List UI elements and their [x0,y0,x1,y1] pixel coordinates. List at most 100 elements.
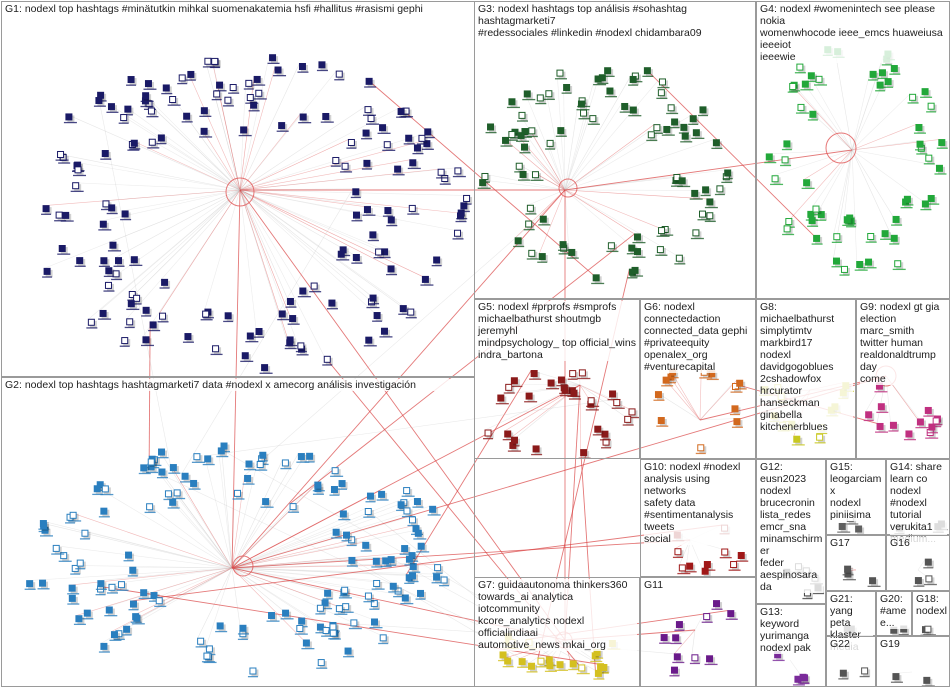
node-g1[interactable] [70,182,84,193]
node-g2[interactable] [280,459,292,470]
node-g1[interactable] [126,300,140,311]
node-g2[interactable] [371,579,385,590]
node-g1[interactable] [60,211,74,222]
node-g4[interactable] [810,205,822,216]
node-g4[interactable] [842,216,855,227]
node-g1[interactable] [351,253,363,264]
node-g3[interactable] [669,118,681,129]
node-g1[interactable] [277,310,291,321]
node-g3[interactable] [513,237,525,248]
node-g3[interactable] [722,169,734,180]
node-g1[interactable] [223,312,234,323]
node-g1[interactable] [185,70,197,81]
node-g1[interactable] [392,165,405,176]
node-g1[interactable] [119,337,131,347]
node-g2[interactable] [330,467,344,477]
node-g1[interactable] [351,211,363,222]
node-g2[interactable] [416,542,430,553]
node-g1[interactable] [386,265,398,276]
node-g3[interactable] [514,162,525,173]
node-g3[interactable] [538,215,551,226]
node-g3[interactable] [602,67,615,78]
node-g3[interactable] [485,123,497,134]
node-g1[interactable] [407,204,420,215]
node-g3[interactable] [656,227,670,237]
node-g2[interactable] [188,479,201,490]
node-g1[interactable] [253,89,267,100]
node-g1[interactable] [86,318,98,329]
node-g2[interactable] [128,600,139,611]
node-g5[interactable] [509,377,523,388]
node-g3[interactable] [477,179,491,189]
node-g2[interactable] [280,609,294,620]
node-g4[interactable] [839,265,850,276]
node-g1[interactable] [181,112,193,123]
node-g1[interactable] [364,77,377,88]
node-g2[interactable] [348,619,362,630]
node-g1[interactable] [452,167,466,178]
node-g1[interactable] [63,113,77,124]
node-g1[interactable] [211,90,223,101]
node-g1[interactable] [106,204,118,215]
node-g2[interactable] [95,580,107,590]
node-g1[interactable] [336,250,350,261]
node-g1[interactable] [238,126,252,137]
node-g1[interactable] [199,127,213,138]
node-g3[interactable] [535,94,547,105]
node-g3[interactable] [519,143,531,154]
node-g1[interactable] [366,115,380,125]
node-g2[interactable] [73,615,86,626]
node-g2[interactable] [360,541,372,552]
node-g1[interactable] [372,312,383,322]
node-g6[interactable] [731,418,743,428]
node-g2[interactable] [427,505,441,516]
node-g3[interactable] [632,233,646,244]
node-g1[interactable] [346,138,357,149]
node-g1[interactable] [73,166,87,177]
node-g3[interactable] [711,139,723,150]
node-g3[interactable] [689,189,703,200]
node-g2[interactable] [100,485,114,496]
node-g5[interactable] [503,383,515,394]
node-g1[interactable] [422,128,435,139]
node-g3[interactable] [630,266,644,277]
node-g1[interactable] [107,241,121,252]
node-g2[interactable] [232,489,245,500]
node-g3[interactable] [522,90,536,101]
node-g1[interactable] [267,54,280,65]
node-g3[interactable] [537,253,548,263]
node-g3[interactable] [597,74,609,85]
node-g3[interactable] [525,204,537,215]
node-g2[interactable] [341,531,353,542]
node-g1[interactable] [362,206,376,216]
node-g2[interactable] [138,589,151,600]
node-g2[interactable] [371,557,383,568]
node-g1[interactable] [377,124,391,134]
node-g1[interactable] [326,299,338,310]
node-g4[interactable] [800,80,814,91]
node-g1[interactable] [41,205,52,215]
node-g1[interactable] [245,332,259,343]
node-g5[interactable] [592,425,605,436]
node-g2[interactable] [138,464,151,475]
node-g1[interactable] [57,245,71,255]
node-g1[interactable] [126,76,137,86]
node-g2[interactable] [79,529,91,540]
node-g1[interactable] [316,61,328,72]
node-g5[interactable] [611,399,625,409]
node-g1[interactable] [111,270,123,281]
node-g4[interactable] [891,215,903,226]
node-g2[interactable] [106,583,118,594]
node-g1[interactable] [297,287,311,298]
node-g3[interactable] [566,248,579,259]
node-g4[interactable] [781,140,793,151]
node-g4[interactable] [907,93,919,104]
node-g3[interactable] [704,198,718,209]
node-g2[interactable] [376,490,389,501]
node-g2[interactable] [315,604,326,615]
node-g1[interactable] [368,294,380,305]
node-g3[interactable] [688,115,699,126]
node-g2[interactable] [388,582,402,593]
node-g1[interactable] [98,309,112,320]
node-g2[interactable] [121,625,133,636]
